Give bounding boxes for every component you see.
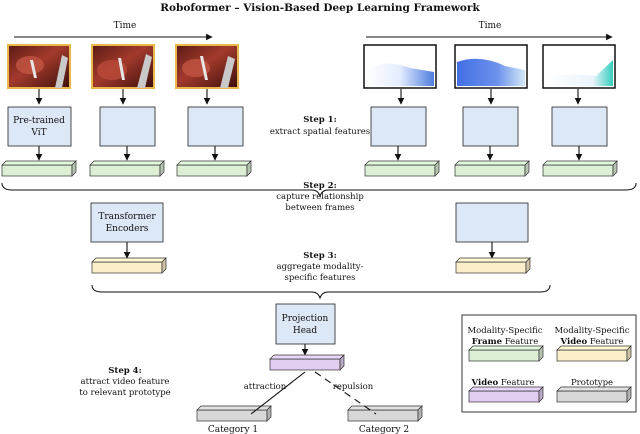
vit-box-1 <box>7 106 72 147</box>
step2-desc-line1: capture relationship <box>276 192 364 202</box>
legend-video-feature-swatch <box>468 386 544 403</box>
vit-box-3 <box>187 106 244 147</box>
transformer-box-right <box>455 202 529 243</box>
legend-video-specific-line2: Video Feature <box>560 337 624 347</box>
step1-title: Step 1: <box>303 115 336 125</box>
vit-box-5 <box>462 106 519 147</box>
legend-video-specific-swatch <box>556 345 632 362</box>
repulsion-label: repulsion <box>333 382 374 392</box>
video-feature-left <box>91 257 167 274</box>
vit-label-line1: Pre-trained <box>13 116 65 126</box>
optical-flow-frame-2 <box>454 44 528 89</box>
category-1-label: Category 1 <box>208 425 258 434</box>
projection-label-line1: Projection <box>282 314 329 324</box>
frame-feature-3 <box>176 160 252 177</box>
step4-desc-line1: attract video feature <box>81 377 170 387</box>
prototype-category-1 <box>196 405 272 422</box>
attraction-line <box>250 371 306 415</box>
surgical-frame-2 <box>91 44 155 89</box>
video-feature-bars <box>91 257 531 274</box>
frame-feature-6 <box>542 160 618 177</box>
frame-feature-bars <box>1 160 618 177</box>
legend-swatches <box>468 345 632 403</box>
prototype-category-2 <box>347 405 423 422</box>
step1-desc: extract spatial features <box>270 127 370 137</box>
step3-title: Step 3: <box>303 251 336 261</box>
legend-prototype-swatch <box>556 386 632 403</box>
diagram-title: Roboformer – Vision-Based Deep Learning … <box>160 2 480 14</box>
legend-video-specific-line1: Modality-Specific <box>554 326 629 336</box>
legend-frame-line2: Frame Feature <box>472 337 539 347</box>
arrows-frames-to-encoders <box>35 89 582 105</box>
final-feature-bars <box>196 354 423 422</box>
vit-box-4 <box>370 106 427 147</box>
projection-head-box <box>275 303 336 345</box>
step2-title: Step 2: <box>303 181 336 191</box>
optical-flow-frame-3 <box>542 44 616 89</box>
step4-desc-line2: to relevant prototype <box>79 388 170 398</box>
vit-label-line2: ViT <box>30 128 46 138</box>
vit-box-2 <box>99 106 156 147</box>
repulsion-line <box>314 371 377 415</box>
step4-title: Step 4: <box>108 366 141 376</box>
arrows-to-frame-features <box>35 146 583 161</box>
surgical-frame-3 <box>175 44 239 89</box>
transformer-box-left <box>90 202 164 243</box>
projection-label-line2: Head <box>293 326 318 336</box>
step2-desc-line2: between frames <box>285 203 354 213</box>
legend-frame-line1: Modality-Specific <box>467 326 542 336</box>
step3-desc-line1: aggregate modality- <box>277 262 364 272</box>
step3-brace <box>91 284 551 300</box>
transformer-label-line1: Transformer <box>98 212 156 222</box>
optical-flow-frame-1 <box>363 44 437 89</box>
legend-prototype-label: Prototype <box>571 378 613 388</box>
video-feature-right <box>455 257 531 274</box>
transformer-label-line2: Encoders <box>106 224 149 234</box>
time-label-left: Time <box>114 21 137 31</box>
frame-feature-1 <box>1 160 77 177</box>
category-2-label: Category 2 <box>359 425 409 434</box>
frame-feature-2 <box>89 160 165 177</box>
step2-brace <box>1 182 637 198</box>
legend-video-feature-label: Video Feature <box>471 378 535 388</box>
frame-feature-5 <box>454 160 530 177</box>
time-label-right: Time <box>479 21 502 31</box>
surgical-frame-1 <box>7 44 71 89</box>
vit-box-6 <box>551 106 608 147</box>
final-video-feature <box>269 354 345 371</box>
frame-feature-4 <box>364 160 440 177</box>
step3-desc-line2: specific features <box>284 273 355 283</box>
attraction-label: attraction <box>244 382 287 392</box>
legend-frame-swatch <box>468 345 544 362</box>
